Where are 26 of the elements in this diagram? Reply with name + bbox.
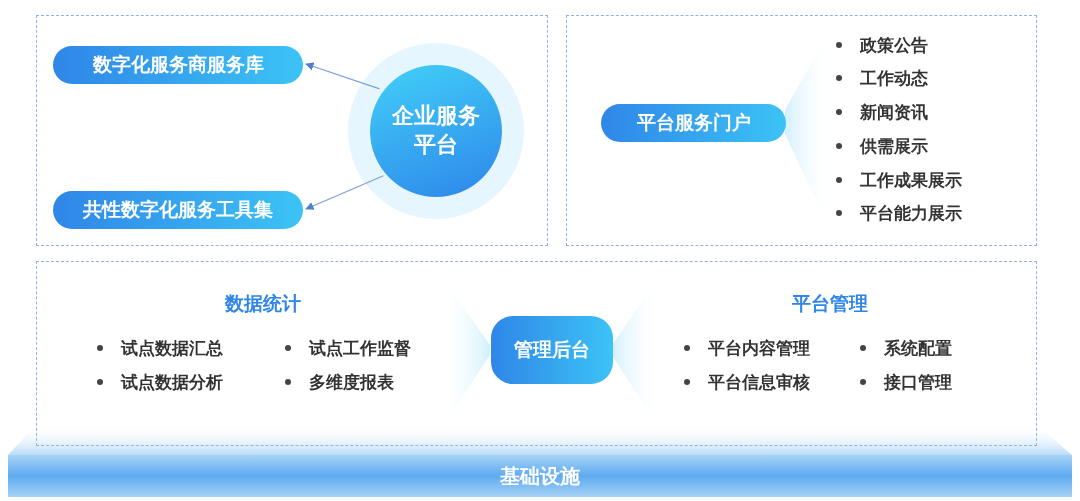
list-item: 试点数据分析: [121, 371, 223, 393]
dashed-panel: [566, 15, 1037, 246]
list-item: 工作动态: [860, 67, 928, 89]
arrow: [305, 175, 384, 210]
list-item: 试点数据汇总: [121, 337, 223, 359]
list-item: 平台信息审核: [708, 371, 810, 393]
section-heading: 数据统计: [225, 292, 301, 314]
arrow: [305, 62, 381, 90]
service-pill: 数字化服务商服务库: [53, 46, 303, 84]
dashed-panel: [36, 261, 1037, 446]
list-item: 平台内容管理: [708, 337, 810, 359]
list-item: 多维度报表: [309, 371, 394, 393]
service-pill: 平台服务门户: [601, 104, 786, 142]
list-item: 新闻资讯: [860, 101, 928, 123]
list-item: 工作成果展示: [860, 169, 962, 191]
list-item: 试点工作监督: [309, 337, 411, 359]
list-item: 平台能力展示: [860, 202, 962, 224]
platform-circle: 企业服务平台: [370, 65, 502, 197]
dashed-panel: [36, 15, 548, 246]
section-heading: 平台管理: [792, 292, 868, 314]
list-item: 政策公告: [860, 34, 928, 56]
service-pill: 共性数字化服务工具集: [53, 191, 303, 229]
list-item: 系统配置: [884, 337, 952, 359]
list-item: 供需展示: [860, 135, 928, 157]
list-item: 接口管理: [884, 371, 952, 393]
foundation-band: 基础设施: [8, 455, 1072, 497]
